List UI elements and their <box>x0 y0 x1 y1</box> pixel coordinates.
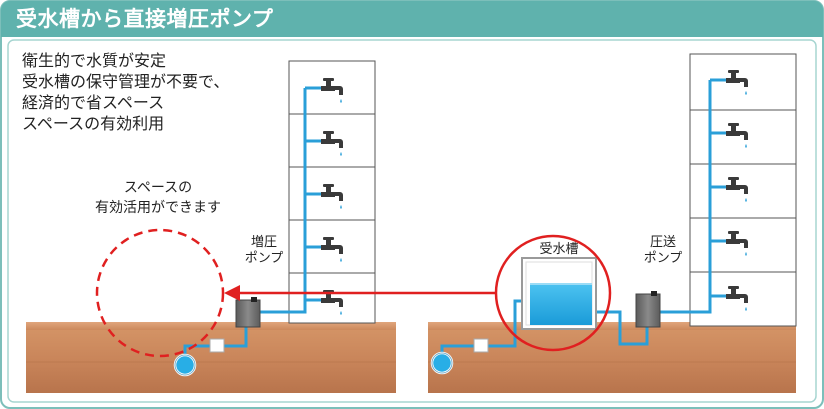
main-pipe-right-icon <box>430 351 454 375</box>
header-bar <box>1 1 823 37</box>
description: 衛生的で水質が安定 受水槽の保守管理が不要で、 経済的で省スペース スペースの有… <box>22 50 229 134</box>
ground-right <box>428 327 796 393</box>
space-callout-line: 有効活用ができます <box>95 200 221 216</box>
water-meter-icon <box>473 338 489 353</box>
booster-pump-icon <box>235 297 261 328</box>
booster-pump-label: 増圧 ポンプ <box>232 235 296 267</box>
receiving-tank-icon <box>521 257 597 330</box>
ground-right-top <box>428 322 796 330</box>
description-line: 受水槽の保守管理が不要で、 <box>22 72 230 91</box>
description-line: 経済的で省スペース <box>22 93 165 112</box>
pipes-right <box>440 78 726 361</box>
receiving-tank-label: 受水槽 <box>539 242 579 257</box>
booster-pump-label-line: 増圧 <box>250 235 277 250</box>
transfer-pump-label: 圧送 ポンプ <box>631 235 695 267</box>
building-right <box>689 53 797 327</box>
transfer-pump-label-line: 圧送 <box>649 235 676 250</box>
transfer-pump-label-line: ポンプ <box>643 251 683 266</box>
transfer-pump-icon <box>635 291 661 328</box>
space-callout-text: スペースの 有効活用ができます <box>70 178 246 218</box>
space-callout-circle <box>95 228 225 358</box>
water-meter-icon <box>209 338 225 353</box>
main-pipe-left-icon <box>173 353 197 377</box>
arrow-left-icon <box>224 285 496 301</box>
ground-left-top <box>26 322 396 330</box>
description-line: 衛生的で水質が安定 <box>22 51 167 70</box>
space-callout-line: スペースの <box>123 180 193 196</box>
booster-pump-label-line: ポンプ <box>244 251 284 266</box>
content-border <box>7 39 817 403</box>
page-title: 受水槽から直接増圧ポンプ <box>16 7 274 31</box>
building-left <box>288 60 376 324</box>
description-line: スペースの有効利用 <box>22 114 165 133</box>
ground-left <box>26 327 396 393</box>
